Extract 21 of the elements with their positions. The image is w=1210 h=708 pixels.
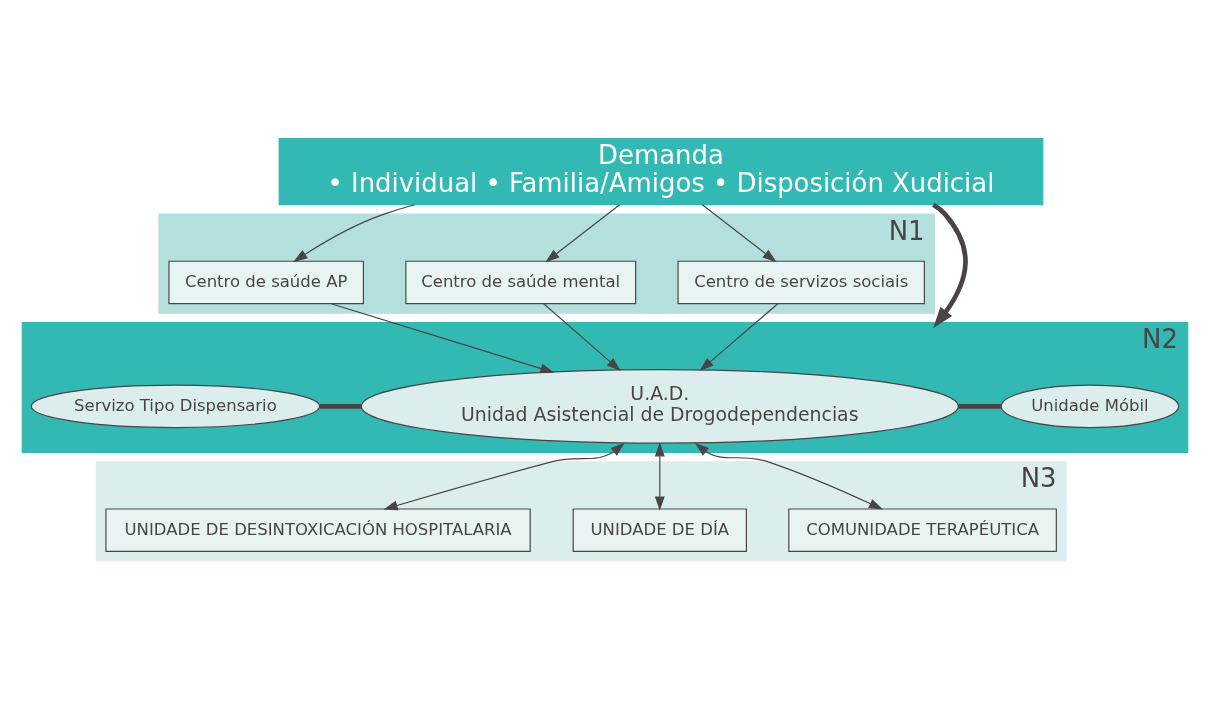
arrow [699, 302, 779, 371]
node-box: Centro de servizos sociais [677, 260, 925, 304]
node-box: UNIDADE DE DESINTOXICACIÓN HOSPITALARIA [105, 507, 531, 552]
node-box: Demanda • Individual • Familia/Amigos • Disposición Xudicial [278, 137, 1044, 205]
connector [319, 403, 362, 409]
arrow [293, 203, 416, 262]
node-box: Centro de saúde mental [405, 260, 637, 304]
node-ellipse: U.A.D. Unidad Asistencial de Drogodependencias [360, 368, 959, 444]
arrow [932, 202, 968, 328]
arrow [545, 203, 621, 262]
arrow [654, 441, 665, 511]
node-ellipse: Unidade Móbil [1000, 384, 1180, 428]
arrow [383, 442, 625, 510]
arrow [701, 203, 777, 262]
arrow [694, 442, 883, 510]
node-box: Centro de saúde AP [168, 260, 364, 304]
node-box: UNIDADE DE DÍA [572, 507, 747, 552]
node-box: COMUNIDADE TERAPÉUTICA [788, 507, 1057, 552]
arrow [543, 302, 621, 371]
connector [958, 403, 1001, 409]
node-ellipse: Servizo Tipo Dispensario [30, 384, 321, 428]
